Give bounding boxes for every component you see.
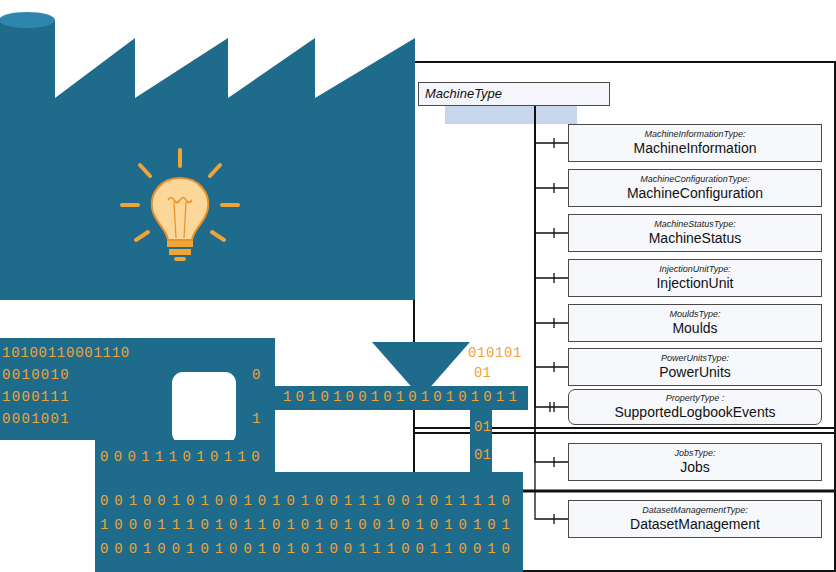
binary-digits: 00100101001010100111001011110 (100, 494, 516, 509)
component-box: PropertyType :SupportedLogbookEvents (568, 389, 822, 425)
component-box: MouldsType:Moulds (568, 304, 822, 342)
type-label: PropertyType : (666, 393, 724, 404)
machine-hopper (372, 342, 470, 392)
binary-digits: 1 (252, 412, 260, 427)
component-box: MachineInformationType:MachineInformatio… (568, 124, 822, 162)
binary-digits: 0 (252, 368, 260, 383)
node-name: MachineStatus (649, 230, 742, 247)
component-box: DatasetManagementType:DatasetManagement (568, 500, 822, 538)
machine-post (470, 408, 492, 474)
machine-window (172, 372, 236, 444)
tree-connector (535, 106, 568, 193)
node-name: InjectionUnit (656, 275, 733, 292)
bulb-base (169, 249, 191, 255)
node-name: MachineType (425, 86, 502, 102)
binary-digits: 0001001 (2, 412, 70, 427)
type-label: MachineConfigurationType: (640, 174, 749, 185)
bulb-rays (122, 150, 238, 240)
bulb-base (174, 257, 186, 261)
type-label: JobsType: (675, 448, 716, 459)
bulb-base (167, 241, 193, 247)
component-box: PowerUnitsType:PowerUnits (568, 348, 822, 386)
binary-digits: 10100110001110 (2, 346, 130, 361)
tree-connector (535, 106, 568, 372)
machine-base (95, 472, 523, 572)
type-label: MachineStatusType: (654, 219, 735, 230)
binary-digits: 01 (474, 448, 491, 463)
tree-connector (535, 106, 568, 148)
tree-connector (535, 106, 568, 524)
machine-barrel (270, 386, 528, 410)
tree-connector (535, 106, 568, 238)
node-name: MachineConfiguration (627, 185, 763, 202)
node-name: DatasetManagement (630, 516, 760, 533)
node-name: PowerUnits (659, 364, 731, 381)
type-label: MachineInformationType: (645, 129, 746, 140)
binary-digits: 10001110101101010100101010101 (100, 518, 516, 533)
binary-digits: 0010010 (2, 368, 70, 383)
type-box: MachineType (418, 82, 610, 106)
binary-digits: 01 (474, 366, 491, 381)
node-name: MachineInformation (634, 140, 757, 157)
factory-silhouette (0, 20, 415, 300)
component-box: InjectionUnitType:InjectionUnit (568, 259, 822, 297)
type-label: InjectionUnitType: (659, 264, 730, 275)
node-name: SupportedLogbookEvents (614, 404, 775, 421)
light-bulb (152, 178, 209, 240)
component-box: MachineConfigurationType:MachineConfigur… (568, 169, 822, 207)
tree-connector (535, 106, 568, 283)
node-name: Moulds (672, 320, 717, 337)
machine-body (95, 440, 275, 474)
binary-digits: 01 (474, 420, 491, 435)
tree-connector (535, 106, 568, 467)
binary-digits: 00010010100101010011100110010 (100, 542, 516, 557)
component-box: JobsType:Jobs (568, 443, 822, 481)
binary-digits: 010101 (468, 346, 522, 361)
type-label: MouldsType: (670, 309, 721, 320)
node-name: Jobs (680, 459, 710, 476)
binary-digits: 000111010110 (100, 450, 265, 465)
tree-connector (535, 106, 568, 328)
tree-connector (535, 106, 568, 412)
type-label: DatasetManagementType: (642, 505, 747, 516)
type-shadow (445, 106, 577, 124)
component-box: MachineStatusType:MachineStatus (568, 214, 822, 252)
binary-digits: 1000111 (2, 390, 70, 405)
binary-digits: 1010100101010101011 (283, 390, 521, 405)
type-label: PowerUnitsType: (661, 353, 729, 364)
bulb-filament (168, 198, 192, 203)
chimney-top (0, 12, 55, 28)
